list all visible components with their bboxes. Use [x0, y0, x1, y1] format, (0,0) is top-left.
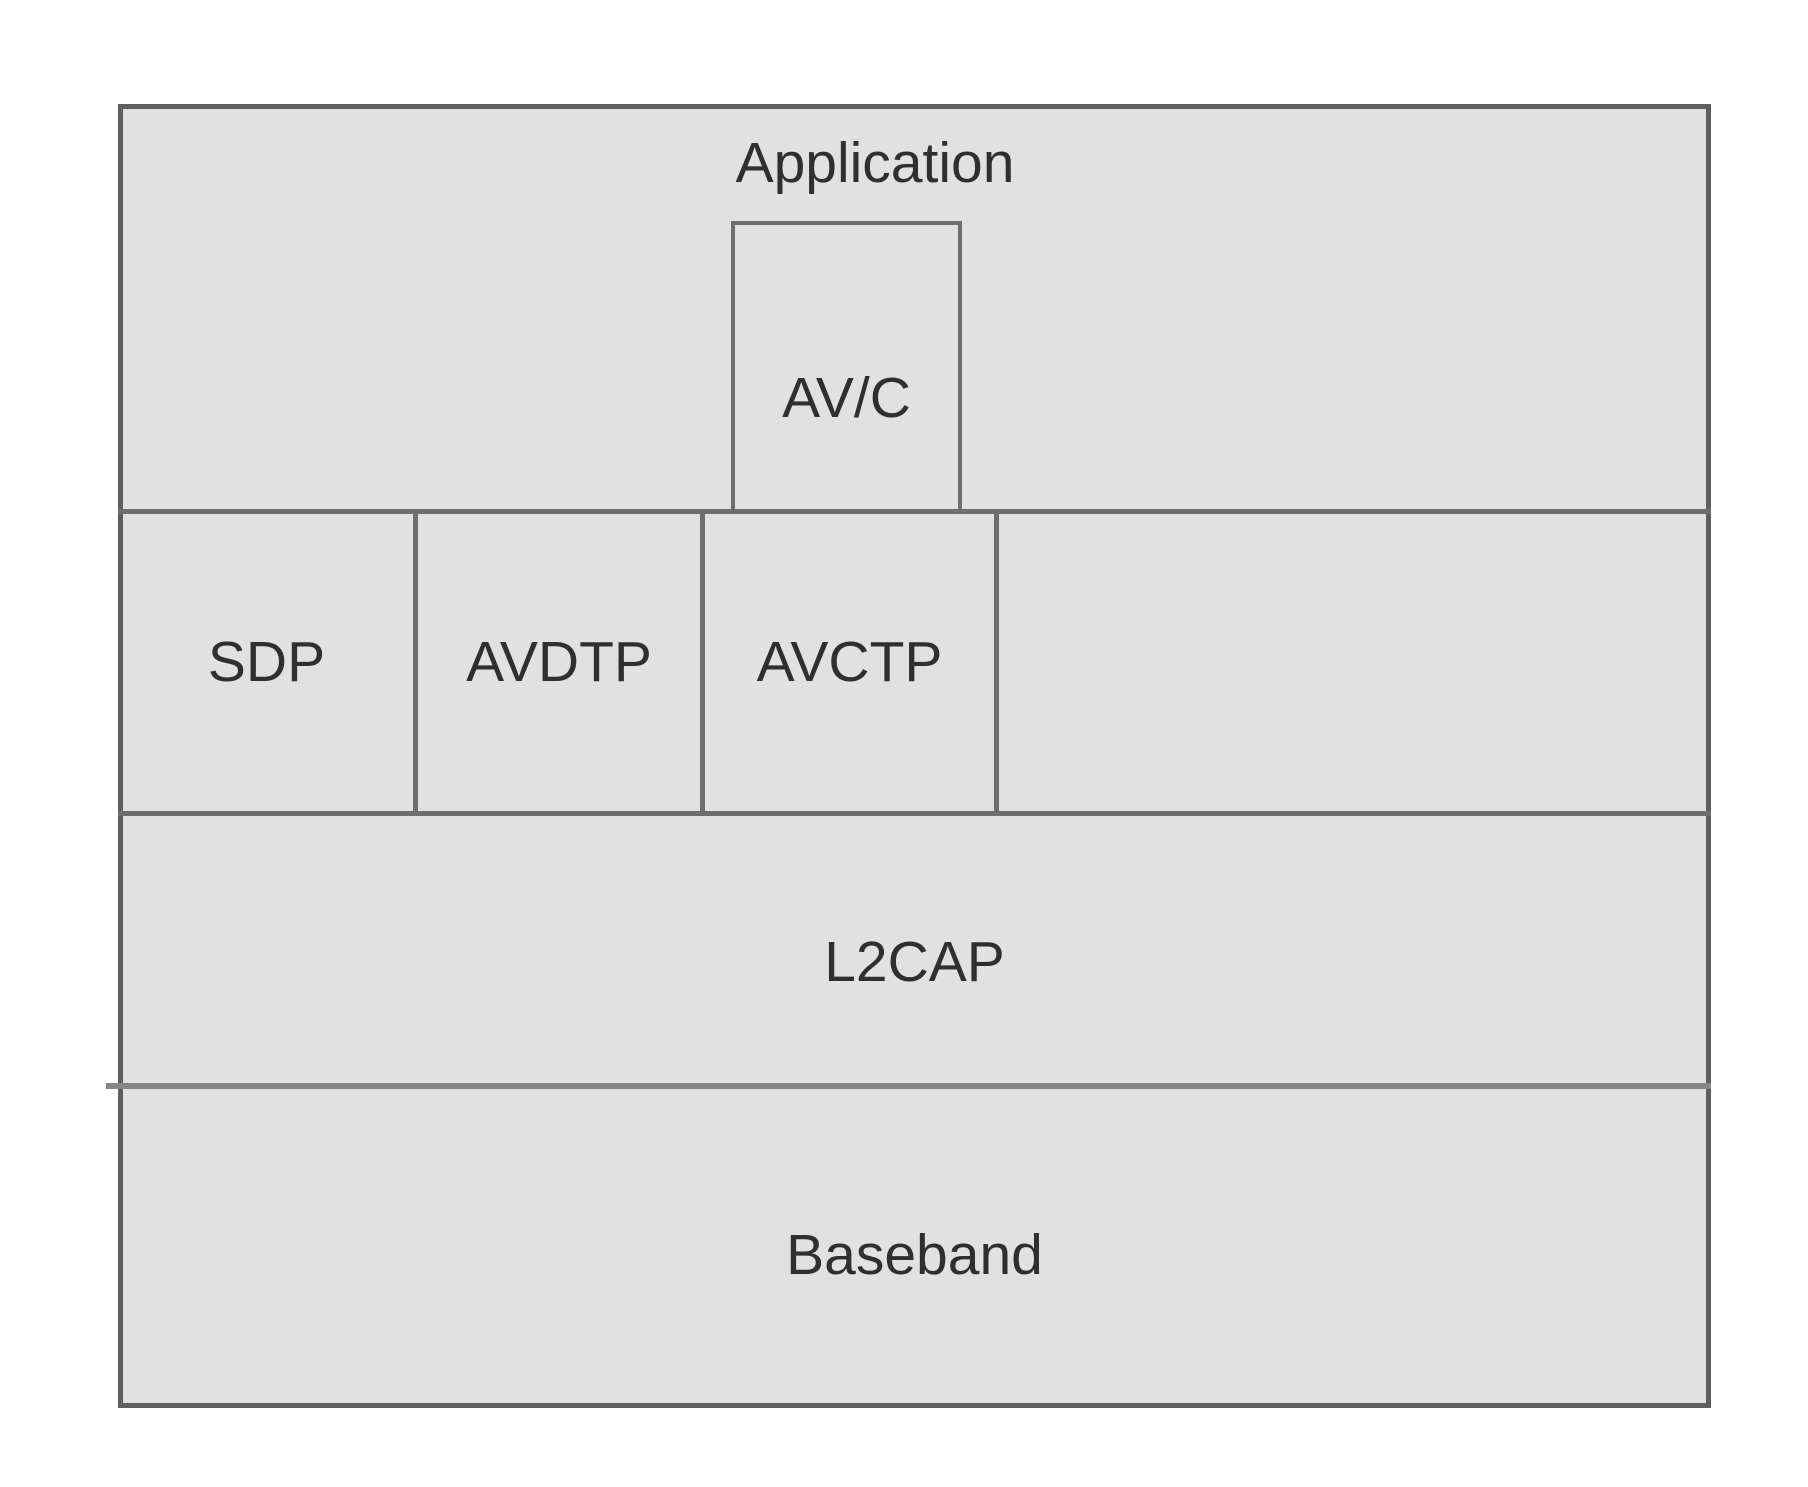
- avc-label: AV/C: [782, 365, 911, 430]
- divider-avctp-right: [994, 511, 999, 814]
- application-layer-label: Application: [735, 131, 1015, 195]
- divider-middle-l2cap: [118, 811, 1711, 816]
- baseband-layer: Baseband: [118, 1089, 1711, 1408]
- avc-box: AV/C: [731, 221, 962, 513]
- divider-l2cap-baseband: [106, 1083, 1711, 1089]
- divider-avdtp-avctp: [700, 511, 705, 814]
- avdtp-label: AVDTP: [466, 630, 652, 695]
- baseband-label: Baseband: [786, 1223, 1043, 1288]
- l2cap-layer: L2CAP: [118, 816, 1711, 1083]
- avdtp-box: AVDTP: [418, 512, 700, 813]
- divider-sdp-avdtp: [413, 511, 418, 814]
- sdp-box: SDP: [118, 512, 415, 813]
- sdp-label: SDP: [207, 630, 326, 695]
- l2cap-label: L2CAP: [824, 930, 1005, 995]
- avctp-label: AVCTP: [756, 630, 943, 695]
- avctp-box: AVCTP: [705, 512, 994, 813]
